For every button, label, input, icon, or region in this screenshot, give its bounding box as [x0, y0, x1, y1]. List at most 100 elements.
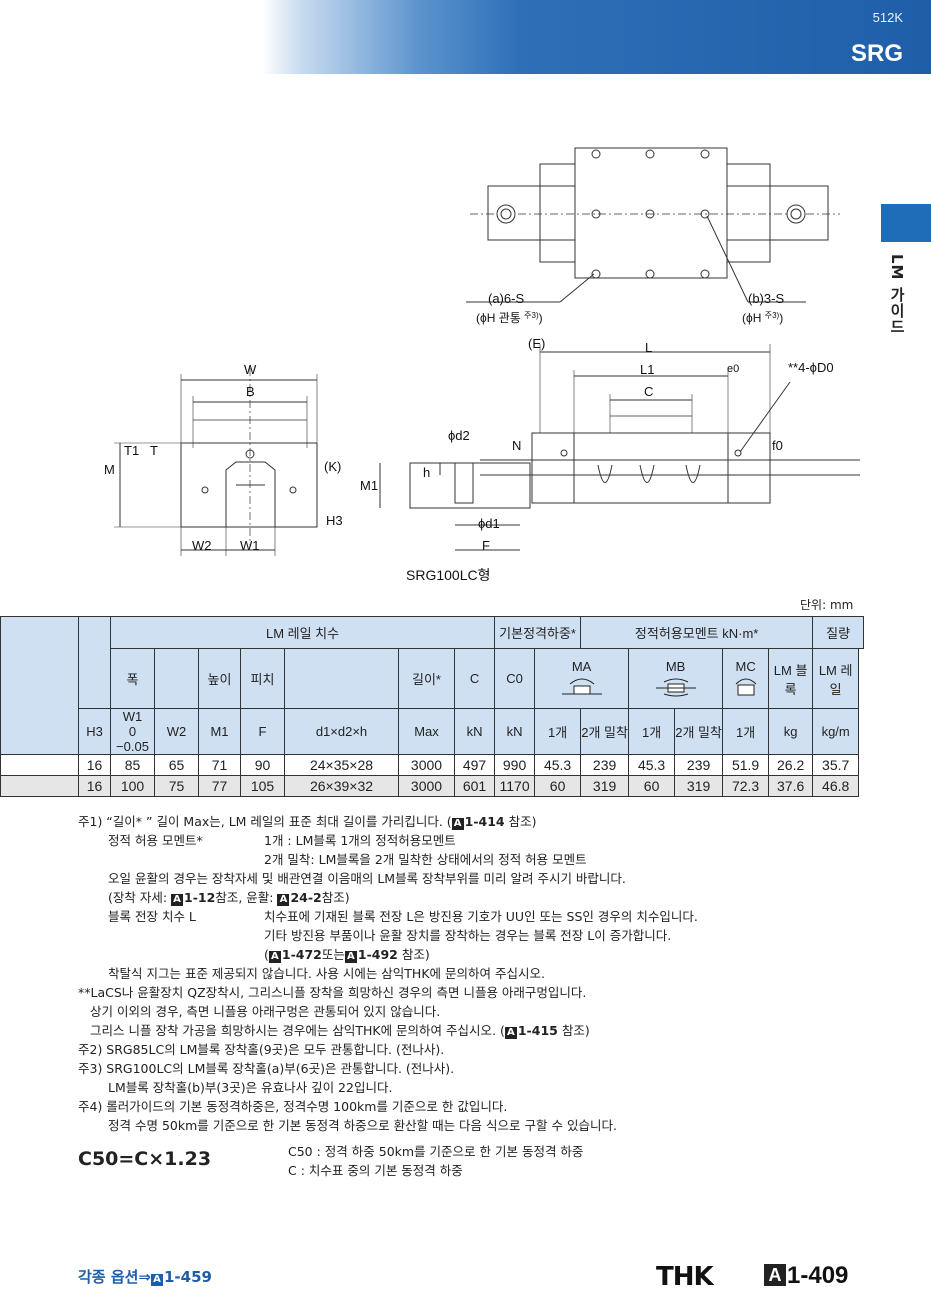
dim-f0: f0: [772, 438, 783, 453]
th-kN-2: kN: [494, 708, 536, 755]
cell: 60: [534, 775, 582, 797]
label-b-ref: 주3): [765, 311, 780, 320]
th-MB-label: MB: [665, 659, 686, 674]
side-tab-label: LM 가이드: [888, 254, 906, 335]
side-tab[interactable]: [881, 204, 931, 242]
th-MC-label: MC: [735, 659, 756, 674]
ref-link[interactable]: 1-414: [464, 814, 505, 829]
cell: 26.2: [768, 754, 814, 776]
th-kgm: kg/m: [812, 708, 860, 755]
label-b-close: ): [779, 311, 783, 325]
moment-ma-icon: [561, 678, 602, 695]
a-badge-icon: A: [451, 818, 464, 830]
th-d: d1×d2×h: [284, 708, 399, 755]
note-line: 착탈식 지그는 표준 제공되지 않습니다. 사용 시에는 삼익THK에 문의하여…: [108, 966, 545, 981]
ref-link[interactable]: 1-415: [517, 1023, 558, 1038]
note-line: 정적 허용 모멘트*1개 : LM블록 1개의 정적허용모멘트: [108, 833, 456, 848]
header-band: [0, 0, 931, 74]
th-MB: MB: [628, 648, 724, 709]
drawing-caption: SRG100LC형: [406, 567, 490, 583]
dim-E: (E): [528, 336, 545, 351]
th-M1: M1: [198, 708, 241, 755]
dim-N: N: [512, 438, 521, 453]
cell: 45.3: [534, 754, 582, 776]
th-two-2: 2개 밀착: [674, 708, 724, 755]
th-moment: 정적허용모멘트 kN·m*: [580, 616, 814, 649]
a-badge-icon: A: [764, 1264, 786, 1286]
th-kN-1: kN: [453, 708, 496, 755]
th-two-1: 2개 밀착: [580, 708, 630, 755]
thk-logo: THK: [656, 1262, 714, 1292]
cell: 51.9: [722, 754, 770, 776]
dim-T1: T1: [124, 443, 139, 458]
th-MA-label: MA: [571, 659, 592, 674]
cell: 85: [110, 754, 155, 776]
dim-H3: H3: [326, 513, 343, 528]
label-b-sub: (ϕH: [742, 311, 765, 325]
moment-mc-icon: [735, 678, 756, 696]
note-line: **LaCS나 윤활장치 QZ장착시, 그리스니플 장착을 희망하신 경우의 측…: [78, 985, 587, 1000]
cell: 77: [198, 775, 241, 797]
th-W1: W1: [122, 709, 143, 724]
technical-drawing: (a)6-S (ϕH 관통 주3)) (b)3-S (ϕH 주3)) W B T…: [104, 147, 860, 583]
th-width: 폭: [110, 648, 155, 709]
cell: 319: [674, 775, 724, 797]
dim-F: F: [482, 538, 490, 553]
label-a-sub: (ϕH 관통: [476, 311, 524, 325]
cell: 45.3: [628, 754, 676, 776]
formula-definitions: C50 : 정격 하중 50km를 기준으로 한 기본 동정격 하중 C : 치…: [288, 1142, 583, 1180]
ref-link[interactable]: 1-12: [184, 890, 216, 905]
note-line: 주3) SRG100LC의 LM블록 장착홀(a)부(6곳)은 관통합니다. (…: [78, 1061, 455, 1076]
cell: 16: [78, 754, 111, 776]
cell: 75: [154, 775, 199, 797]
top-view-holes: [591, 149, 710, 279]
cell: 16: [78, 775, 111, 797]
th-lm-rail: LM 레일 치수: [109, 616, 496, 649]
a-badge-icon: A: [171, 894, 184, 906]
front-view-rail: [225, 461, 276, 528]
ref-link[interactable]: 1-472: [281, 947, 322, 962]
note-line: 오일 윤활의 경우는 장착자세 및 배관연결 이음매의 LM블록 장착부위를 미…: [108, 871, 626, 886]
top-view-block: [574, 147, 728, 279]
side-view-block: [531, 432, 771, 504]
note-line: 주4) 롤러가이드의 기본 동정격하중은, 정격수명 100km를 기준으로 한…: [78, 1099, 508, 1114]
model-column-header: [0, 616, 79, 755]
spec-table: LM 레일 치수 기본정격하중* 정적허용모멘트 kN·m* 질량 폭 높이 피…: [0, 616, 864, 797]
th-one-2: 1개: [628, 708, 676, 755]
label-a-ref: 주3): [524, 311, 539, 320]
label-b: (b)3-S: [748, 291, 784, 306]
th-one-1: 1개: [534, 708, 582, 755]
note-line: 2개 밀착: LM블록을 2개 밀착한 상태에서의 정적 허용 모멘트: [264, 852, 587, 867]
dim-d2: ϕd2: [448, 428, 470, 443]
note-line: 정격 수명 50km를 기준으로 한 기본 동정격 하중으로 환산할 때는 다음…: [108, 1118, 617, 1133]
ref-link[interactable]: 24-2: [290, 890, 322, 905]
th-MA: MA: [534, 648, 630, 709]
table-row: 16 100 75 77 105 26×39×32 3000 601 1170 …: [0, 775, 864, 797]
dim-K: (K): [324, 459, 341, 474]
th-C0: C0: [494, 648, 536, 709]
th-pitch: 피치: [240, 648, 285, 709]
ref-link[interactable]: 1-492: [357, 947, 398, 962]
dim-L: L: [645, 340, 652, 355]
unit-note: 단위: mm: [800, 598, 854, 612]
cell: 71: [198, 754, 241, 776]
a-badge-icon: A: [277, 894, 290, 906]
notes: 주1) “길이* ” 길이 Max는, LM 레일의 표준 최대 길이를 가리킵…: [78, 812, 878, 1135]
dim-L1: L1: [640, 362, 654, 377]
cell: 35.7: [812, 754, 860, 776]
th-W2: W2: [154, 708, 199, 755]
dim-C: C: [644, 384, 653, 399]
cell: 239: [580, 754, 630, 776]
dim-W1: W1: [240, 538, 260, 553]
th-W1-tol2: −0.05: [116, 739, 149, 754]
formula-def-2: C : 치수표 중의 기본 동정격 하중: [288, 1163, 463, 1178]
dim-T: T: [150, 443, 158, 458]
svg-text:(ϕH 주3)): (ϕH 주3)): [742, 311, 783, 325]
dim-W: W: [244, 362, 257, 377]
dim-B: B: [246, 384, 255, 399]
th-mass: 질량: [812, 616, 864, 649]
th-one-3: 1개: [722, 708, 770, 755]
